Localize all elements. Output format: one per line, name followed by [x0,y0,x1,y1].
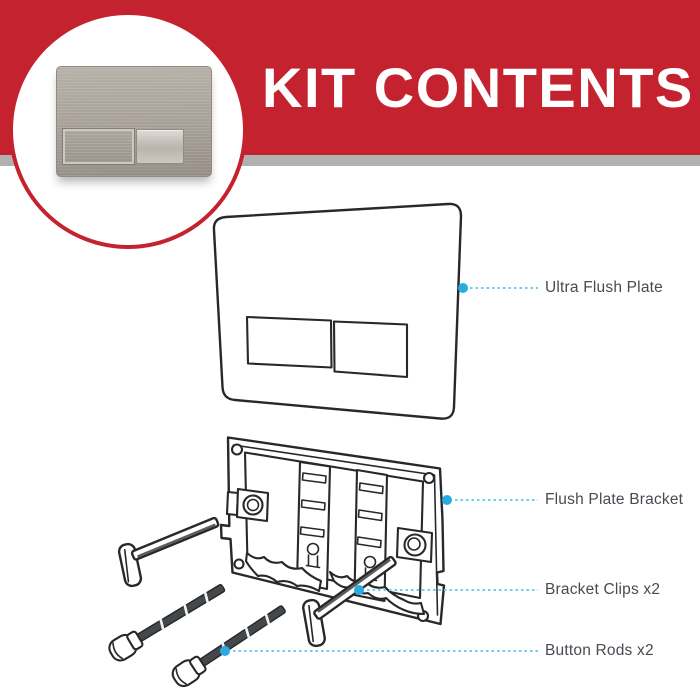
leader-line [233,650,538,652]
leader-dot [442,495,452,505]
part-label: Bracket Clips x2 [545,581,661,598]
leader-line [455,499,538,501]
product-badge-circle [9,11,247,249]
leader-dot [354,585,364,595]
bracket-drawing [219,436,446,626]
leader-line [367,589,538,591]
part-label: Ultra Flush Plate [545,279,663,296]
page-title: KIT CONTENTS [262,56,694,119]
leader-dot [220,646,230,656]
header-gray-strip [0,155,700,166]
flush-plate-drawing [212,202,463,420]
part-label: Flush Plate Bracket [545,491,684,508]
photo-left-button [62,128,135,165]
flush-plate-photo [56,66,212,177]
leader-line [470,287,538,289]
leader-dot [458,283,468,293]
photo-right-button [136,129,184,164]
part-label: Button Rods x2 [545,642,654,659]
button-rod-drawing [108,584,286,688]
